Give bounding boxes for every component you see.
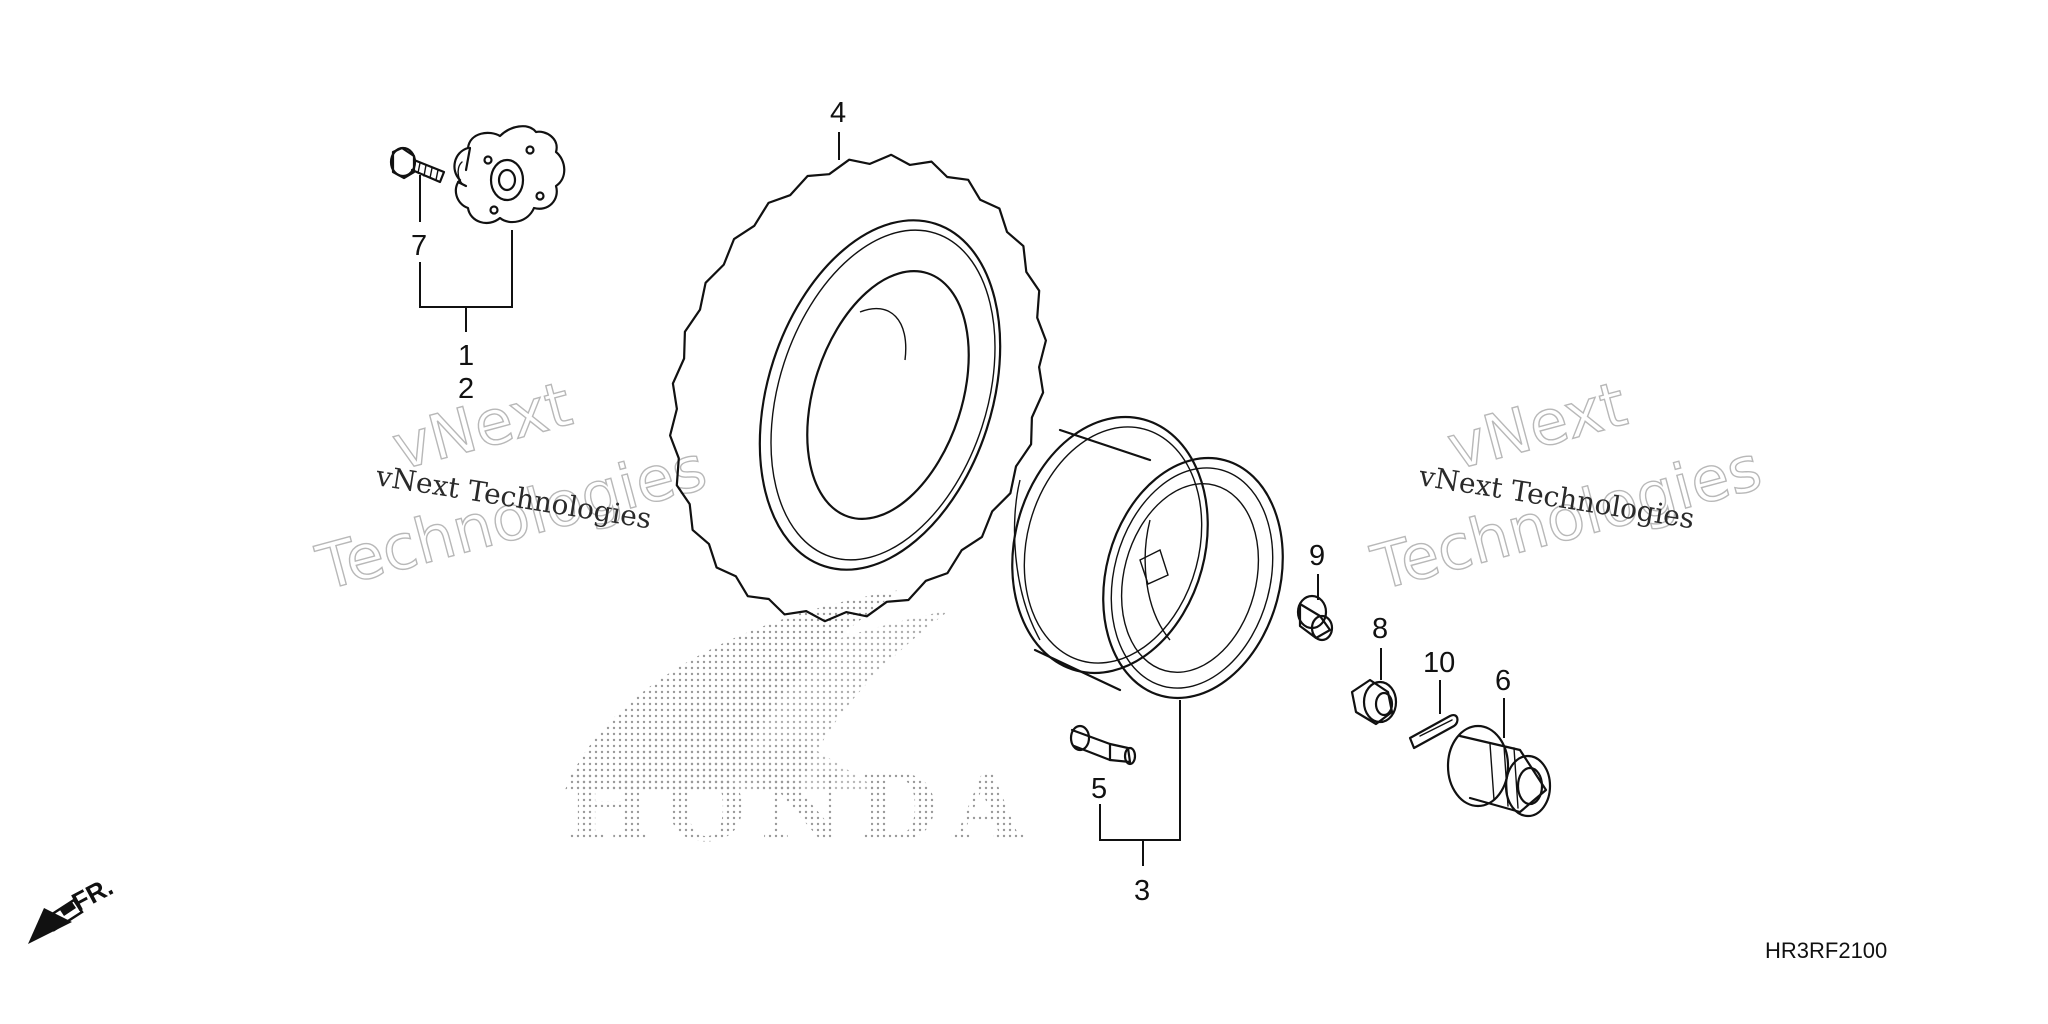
front-label: FR. xyxy=(67,871,118,917)
callout-1: 1 xyxy=(458,340,474,372)
part-3-wheel-rim[interactable] xyxy=(985,395,1309,719)
watermark-right: vNext Technologies vNext Technologies xyxy=(1363,366,1769,605)
part-6-cap[interactable] xyxy=(1446,724,1552,818)
part-10-cotter-pin[interactable] xyxy=(1408,714,1459,750)
callout-7: 7 xyxy=(411,230,427,262)
watermark-right-line2: Technologies xyxy=(1364,431,1769,605)
part-7-bolt[interactable] xyxy=(389,146,446,184)
part-8-nut[interactable] xyxy=(1350,678,1398,726)
callout-8: 8 xyxy=(1372,613,1388,645)
callout-labels: 7 1 2 4 5 3 9 8 10 6 xyxy=(411,97,1511,907)
callout-9: 9 xyxy=(1309,540,1325,572)
callout-10: 10 xyxy=(1423,647,1455,679)
diagram-code: HR3RF2100 xyxy=(1765,938,1887,963)
honda-wordmark: HONDA xyxy=(565,754,1037,862)
callout-4: 4 xyxy=(830,97,846,129)
watermark-left: vNext Technologies vNext Technologies xyxy=(308,366,714,605)
part-4-tire[interactable] xyxy=(669,153,1047,623)
leader-lines xyxy=(419,132,1505,866)
callout-3: 3 xyxy=(1134,875,1150,907)
watermark-left-line2: Technologies xyxy=(309,431,714,605)
callout-6: 6 xyxy=(1495,665,1511,697)
part-5-valve[interactable] xyxy=(1069,724,1137,766)
front-direction-arrow: FR. xyxy=(28,871,118,944)
part-9-collar[interactable] xyxy=(1296,594,1334,642)
part-1-2-hub[interactable] xyxy=(453,125,566,225)
callout-5: 5 xyxy=(1091,773,1107,805)
callout-2: 2 xyxy=(458,373,474,405)
honda-wing-logo xyxy=(565,590,950,790)
